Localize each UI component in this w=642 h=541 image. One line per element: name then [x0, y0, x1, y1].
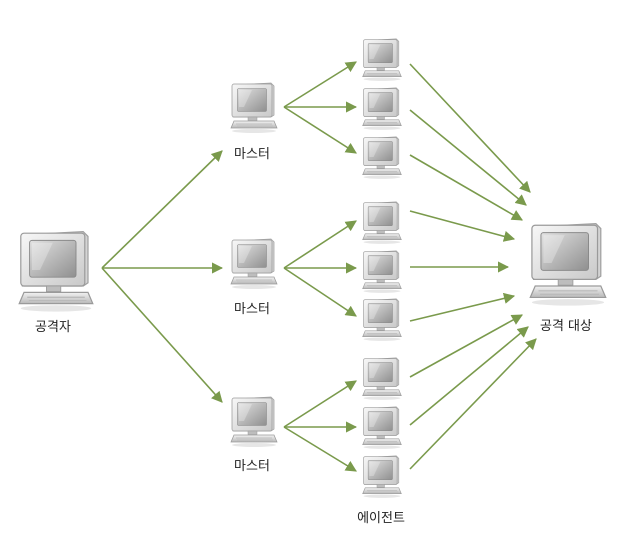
agent-5-computer-icon — [362, 250, 402, 294]
agent-3-computer-icon — [362, 136, 402, 180]
arrow-agent-3-target — [409, 154, 523, 221]
agent-6-computer-icon — [362, 298, 402, 342]
arrow-master-1-agent-3 — [283, 106, 357, 154]
arrow-master-3-agent-9 — [283, 426, 357, 472]
master-1-label: 마스터 — [234, 147, 270, 162]
arrow-agent-6-target — [409, 292, 516, 322]
arrow-attacker-master-3 — [101, 267, 223, 403]
target-label: 공격 대상 — [540, 319, 592, 334]
agent-2-computer-icon — [362, 87, 402, 131]
master-2-computer-icon — [230, 238, 278, 290]
target-computer-icon — [529, 223, 607, 307]
arrow-agent-1-target — [409, 63, 531, 193]
agent-label: 에이전트 — [357, 511, 405, 526]
arrow-master-3-agent-7 — [283, 380, 357, 428]
master-3-label: 마스터 — [234, 459, 270, 474]
master-2-label: 마스터 — [234, 302, 270, 317]
arrow-attacker-master-1 — [101, 150, 223, 269]
attacker-label: 공격자 — [35, 320, 71, 335]
agent-1-computer-icon — [362, 38, 402, 82]
arrow-master-1-agent-1 — [283, 61, 357, 108]
arrow-master-2-agent-6 — [283, 267, 357, 317]
arrow-agent-9-target — [409, 338, 537, 470]
agent-4-computer-icon — [362, 201, 402, 245]
agent-9-computer-icon — [362, 455, 402, 499]
agent-8-computer-icon — [362, 406, 402, 450]
master-1-computer-icon — [230, 82, 278, 134]
arrow-agent-4-target — [409, 210, 516, 242]
arrow-agent-8-target — [409, 326, 529, 426]
arrow-agent-2-target — [409, 109, 527, 206]
arrow-agent-7-target — [409, 314, 523, 378]
attacker-computer-icon — [18, 231, 94, 313]
agent-7-computer-icon — [362, 357, 402, 401]
master-3-computer-icon — [230, 396, 278, 448]
arrow-master-2-agent-4 — [283, 220, 357, 269]
